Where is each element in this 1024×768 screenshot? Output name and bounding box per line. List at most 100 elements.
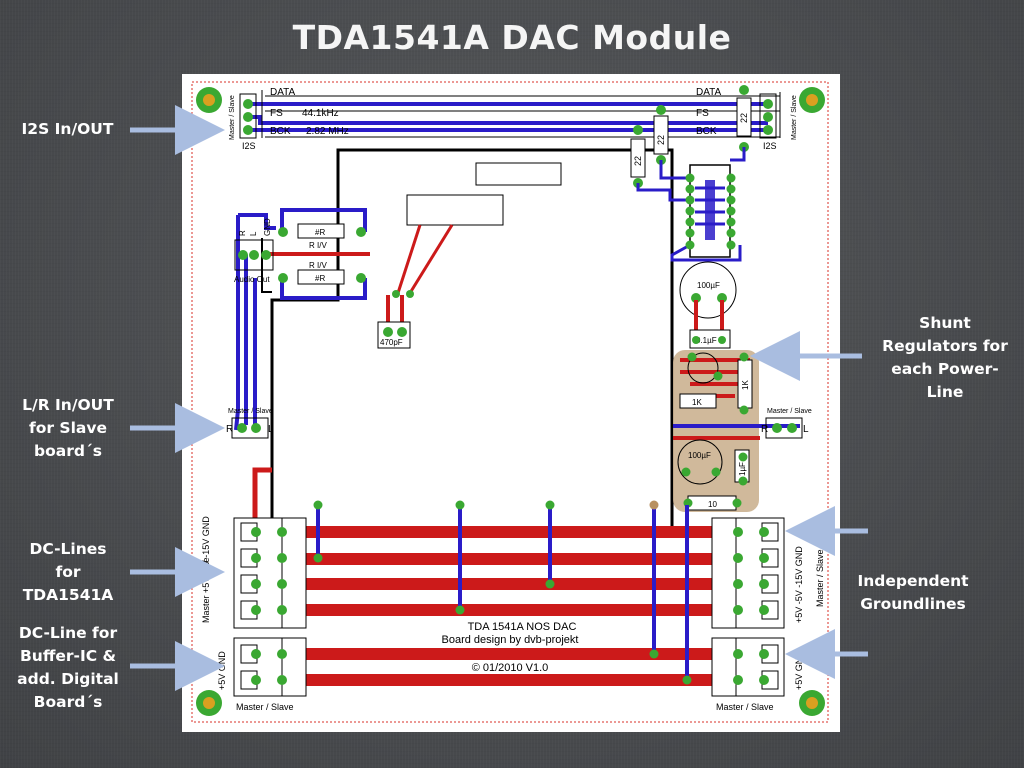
pcb-label-buffer-right: +5V GND	[794, 651, 804, 690]
red-trace	[680, 358, 750, 398]
pad-icon	[277, 605, 287, 615]
callout-shunt-line4: Line	[926, 383, 964, 401]
board-text-line2: Board design by dvb-projekt	[442, 634, 579, 646]
pad-icon	[692, 336, 700, 344]
pad-icon	[277, 649, 287, 659]
red-trace	[252, 467, 272, 528]
pad-icon	[759, 675, 769, 685]
callout-shunt: Shunt Regulators for each Power- Line	[880, 312, 1010, 404]
capacitor-100uf-top: 100µF 0.1µF	[679, 261, 737, 349]
pcb-label-power-right-slave: Master / Slave	[815, 549, 825, 607]
pcb-label-r-right: R	[761, 424, 768, 435]
capacitor-label: 470pF	[380, 338, 403, 347]
pad-icon	[759, 605, 769, 615]
pad-icon	[763, 125, 773, 135]
resistor-label: 22	[633, 156, 643, 166]
callout-lr-line3: board´s	[34, 442, 102, 460]
pad-icon	[681, 467, 691, 477]
pad-icon	[649, 649, 659, 659]
capacitor-body	[677, 439, 723, 485]
pad-icon	[763, 99, 773, 109]
pad-icon	[726, 184, 736, 194]
pad-icon	[738, 476, 748, 486]
resistor-label: 22	[656, 135, 666, 145]
resistor-body	[630, 138, 646, 178]
pad-icon	[277, 675, 287, 685]
connector-body	[759, 93, 777, 139]
pad-icon	[251, 553, 261, 563]
callout-lr-line1: L/R In/OUT	[22, 396, 114, 414]
resistor-body	[297, 269, 345, 285]
pad-icon	[763, 112, 773, 122]
pcb-label-l-left: L	[268, 424, 274, 435]
pad-icon	[733, 527, 743, 537]
callout-i2s: I2S In/OUT	[10, 118, 125, 141]
callout-ground: Independent Groundlines	[848, 570, 978, 616]
lr-connector-left: R L Master / Slave	[226, 408, 274, 439]
i2s-connector-right	[759, 93, 777, 139]
pcb-label-audio-out: Audio Out	[234, 275, 270, 284]
pad-icon	[251, 423, 261, 433]
callout-arrows	[130, 105, 868, 691]
mounting-hole-center	[806, 94, 818, 106]
resistor-label: 1K	[692, 398, 702, 407]
pad-icon	[313, 500, 323, 510]
pad-icon	[726, 173, 736, 183]
pad-icon	[251, 579, 261, 589]
pad-icon	[691, 293, 701, 303]
pcb-label-master-slave-br: Master / Slave	[716, 702, 774, 712]
pcb-label-r-left: R	[226, 424, 233, 435]
pad-icon	[397, 327, 407, 337]
pcb-label-r: R	[238, 230, 247, 236]
series-resistors: 22 22 22	[630, 85, 752, 188]
power-rails	[252, 467, 766, 686]
pad-icon	[682, 675, 692, 685]
pad-icon	[455, 500, 465, 510]
pad-icon	[713, 371, 723, 381]
resistor-label: 1K	[741, 380, 750, 390]
pad-icon	[685, 184, 695, 194]
capacitor-body	[687, 352, 719, 384]
capacitor-470pf: 470pF	[377, 290, 414, 349]
resistor-label: #R	[315, 274, 325, 283]
pad-icon	[277, 527, 287, 537]
pad-icon	[733, 675, 743, 685]
pcb-label-master-slave-right: Master / Slave	[767, 408, 812, 415]
callout-dc-line3: TDA1541A	[22, 586, 114, 604]
blue-trace	[670, 243, 742, 262]
pad-icon	[759, 527, 769, 537]
pcb-label-l-right: L	[803, 424, 809, 435]
pad-icon	[733, 605, 743, 615]
pcb-label-i2s-left: I2S	[242, 141, 256, 151]
shunt-regulator-area: 1K 1K 100µF 1µF 10	[673, 350, 800, 512]
pad-icon	[739, 405, 749, 415]
pcb-label-power-left-slave: Slave	[201, 557, 211, 580]
callout-lr: L/R In/OUT for Slave board´s	[8, 394, 128, 463]
capacitor-body	[679, 261, 737, 319]
pcb-label-master-slave-bl: Master / Slave	[236, 702, 294, 712]
pad-icon	[261, 250, 271, 260]
pad-icon	[356, 273, 366, 283]
capacitor-label: 100µF	[697, 281, 720, 290]
pad-icon	[238, 250, 248, 260]
pcb-label-master-slave-left: Master / Slave	[228, 408, 273, 415]
pad-icon	[237, 423, 247, 433]
ic-label-box	[475, 162, 562, 186]
blue-trace	[280, 278, 367, 300]
pcb-label-fs: FS	[270, 108, 283, 119]
mounting-hole-center	[203, 94, 215, 106]
power-rail	[260, 648, 766, 660]
blue-trace	[730, 147, 746, 162]
pad-icon	[243, 112, 253, 122]
callout-buf-line4: Board´s	[33, 693, 103, 711]
pad-icon	[251, 527, 261, 537]
pad-icon	[278, 273, 288, 283]
pad-icon	[243, 99, 253, 109]
pad-icon	[685, 217, 695, 227]
pcb-label-gnd: GND	[263, 218, 272, 236]
pad-icon	[733, 553, 743, 563]
pad-icon	[649, 500, 659, 510]
pad-icon	[772, 423, 782, 433]
pad-icon	[251, 605, 261, 615]
